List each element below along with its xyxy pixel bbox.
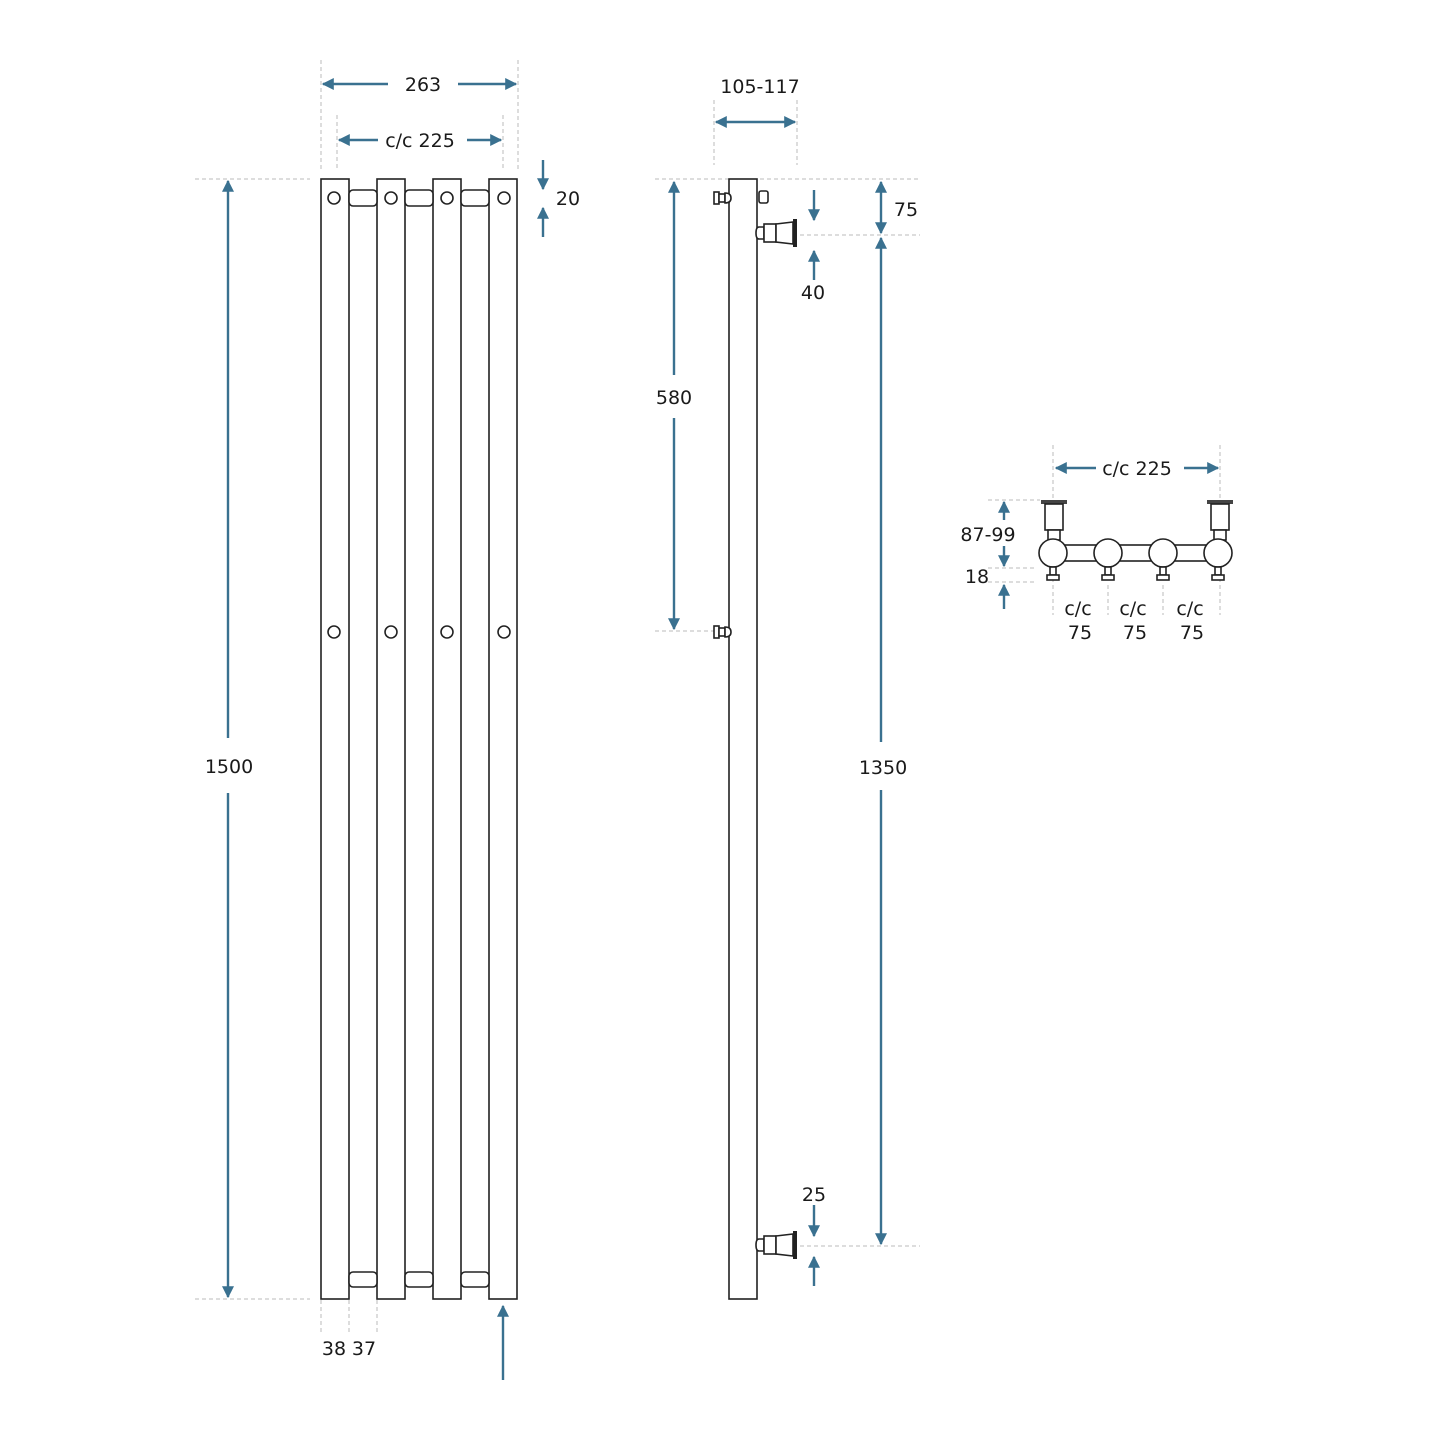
valve-top-label: 40	[801, 282, 825, 304]
tube-sections	[1038, 538, 1233, 568]
valve-bottom-label: 25	[802, 1184, 826, 1206]
wall-bracket-top	[713, 191, 732, 205]
plan-view: c/c 225 87-99 18 c/c 75 c/c 75 c/c 75	[960, 445, 1233, 644]
extension-lines	[195, 60, 519, 1335]
gap-label: 37	[352, 1338, 376, 1360]
header-pipe	[1052, 544, 1219, 562]
tubes	[320, 178, 518, 1300]
radiator-side-profile	[728, 178, 758, 1300]
projection-label: 87-99	[960, 524, 1015, 546]
top-to-valve-label: 75	[894, 199, 918, 221]
valve-drop-label: 18	[965, 566, 989, 588]
bleed-valve	[758, 190, 769, 204]
cc75-label-2a: c/c	[1119, 598, 1146, 620]
mounting-holes	[327, 191, 511, 639]
width-label: 263	[405, 74, 441, 96]
tube-width-label: 38	[322, 1338, 346, 1360]
valve-bottom	[755, 1231, 797, 1259]
valve-top	[755, 219, 797, 247]
extension-lines	[655, 100, 920, 1247]
depth-label: 105-117	[720, 76, 799, 98]
cc-label: c/c 225	[385, 130, 455, 152]
valves	[1041, 500, 1233, 541]
cc75-label-2b: 75	[1123, 622, 1147, 644]
bottom-connectors	[348, 1271, 490, 1288]
bracket-stubs	[1046, 566, 1225, 581]
cc75-label-1b: 75	[1068, 622, 1092, 644]
valve-centres-label: 1350	[859, 757, 907, 779]
cc75-label-3b: 75	[1180, 622, 1204, 644]
top-connectors	[348, 189, 490, 207]
height-label: 1500	[205, 756, 253, 778]
plan-cc-label: c/c 225	[1102, 458, 1172, 480]
side-view: 105-117 580 75 1350 40 25	[655, 76, 920, 1300]
top-offset-label: 20	[556, 188, 580, 210]
cc75-label-1a: c/c	[1064, 598, 1091, 620]
bracket-spacing-label: 580	[656, 387, 692, 409]
front-view: 263 c/c 225 1500 20 38 37	[195, 60, 580, 1380]
cc75-label-3a: c/c	[1176, 598, 1203, 620]
wall-bracket-mid	[713, 625, 732, 639]
